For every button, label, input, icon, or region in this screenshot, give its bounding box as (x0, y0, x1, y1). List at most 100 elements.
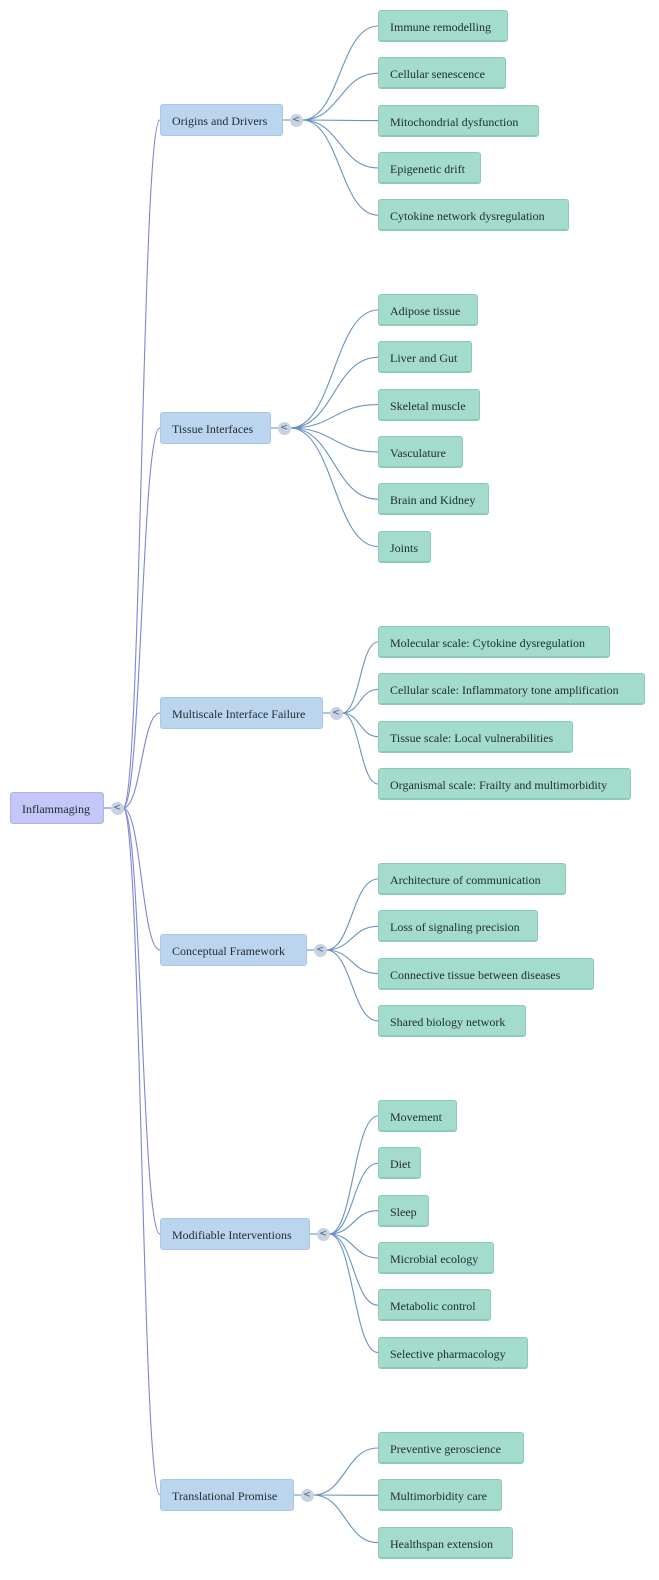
leaf-node[interactable]: Cytokine network dysregulation (378, 199, 569, 232)
branch-node-6[interactable]: Translational Promise (160, 1479, 294, 1511)
leaf-node[interactable]: Preventive geroscience (378, 1432, 524, 1464)
leaf-node[interactable]: Healthspan extension (378, 1526, 513, 1559)
branch-to-leaf-link-2-3 (289, 404, 379, 429)
branch-to-leaf-link-5-1 (328, 1115, 379, 1235)
branch-node-5-label: Modifiable Interventions (172, 1228, 292, 1242)
leaf-node-label: Metabolic control (390, 1299, 476, 1314)
branch-to-leaf-link-4-3 (325, 949, 379, 975)
leaf-node-label: Molecular scale: Cytokine dysregulation (390, 636, 585, 650)
branch-node-4[interactable]: Conceptual Framework (160, 934, 307, 966)
branch-to-leaf-link-1-4 (301, 119, 379, 169)
leaf-node[interactable]: Diet (378, 1147, 421, 1180)
leaf-node[interactable]: Shared biology network (378, 1004, 526, 1037)
leaf-node[interactable]: Skeletal muscle (378, 388, 480, 421)
branch-to-leaf-link-5-2 (328, 1162, 379, 1235)
leaf-node-label: Adipose tissue (390, 304, 461, 318)
branch-node-2[interactable]: Tissue Interfaces (160, 412, 271, 444)
branch-collapse-toggle-3[interactable]: < (329, 706, 343, 720)
root-to-branch-link-4 (122, 807, 161, 951)
branch-to-leaf-link-5-3 (328, 1210, 379, 1235)
root-to-branch-link-6 (122, 807, 161, 1496)
leaf-node-label: Vasculature (390, 445, 446, 460)
branch-collapse-toggle-2[interactable]: < (277, 421, 291, 435)
branch-to-leaf-link-2-2 (289, 356, 379, 429)
leaf-node-label: Preventive geroscience (390, 1442, 501, 1456)
leaf-node[interactable]: Loss of signaling precision (378, 910, 538, 943)
leaf-node[interactable]: Tissue scale: Local vulnerabilities (378, 720, 573, 753)
branch-node-4-label: Conceptual Framework (172, 944, 285, 958)
branch-node-5[interactable]: Modifiable Interventions (160, 1218, 310, 1250)
root-collapse-toggle[interactable]: < (110, 801, 124, 815)
leaf-node-label: Microbial ecology (390, 1251, 479, 1266)
root-to-branch-link-5 (122, 807, 161, 1235)
leaf-node[interactable]: Organismal scale: Frailty and multimorbi… (378, 767, 631, 800)
leaf-node[interactable]: Connective tissue between diseases (378, 957, 594, 990)
branch-to-leaf-link-1-2 (301, 72, 379, 121)
root-to-branch-link-2 (122, 427, 161, 809)
leaf-node[interactable]: Immune remodelling (378, 10, 508, 42)
branch-to-leaf-link-1-3 (301, 119, 379, 122)
leaf-node[interactable]: Joints (378, 530, 431, 563)
branch-to-leaf-link-2-5 (289, 427, 379, 500)
branch-node-2-label: Tissue Interfaces (172, 422, 254, 436)
branch-node-3[interactable]: Multiscale Interface Failure (160, 697, 323, 729)
leaf-node-label: Brain and Kidney (390, 493, 476, 508)
leaf-node[interactable]: Adipose tissue (378, 294, 478, 326)
leaf-node-label: Tissue scale: Local vulnerabilities (390, 730, 554, 745)
leaf-node[interactable]: Cellular senescence (378, 57, 506, 90)
leaf-node[interactable]: Molecular scale: Cytokine dysregulation (378, 626, 610, 658)
leaf-node-label: Organismal scale: Frailty and multimorbi… (390, 777, 608, 792)
leaf-node[interactable]: Selective pharmacology (378, 1336, 528, 1369)
leaf-node-label: Joints (390, 540, 419, 555)
branch-to-leaf-link-4-2 (325, 925, 379, 951)
leaf-node[interactable]: Architecture of communication (378, 863, 566, 895)
leaf-node-label: Skeletal muscle (390, 398, 466, 413)
branch-to-leaf-link-6-3 (312, 1494, 379, 1544)
branch-to-leaf-link-6-1 (312, 1447, 379, 1496)
root-node-label: Inflammaging (22, 802, 90, 816)
branch-to-leaf-link-4-1 (325, 878, 379, 951)
leaf-node-label: Cellular scale: Inflammatory tone amplif… (390, 683, 619, 698)
branch-node-6-label: Translational Promise (172, 1489, 278, 1503)
leaf-node-label: Liver and Gut (390, 351, 458, 366)
leaf-node[interactable]: Mitochondrial dysfunction (378, 104, 539, 137)
leaf-node[interactable]: Brain and Kidney (378, 483, 489, 516)
leaf-node-label: Immune remodelling (390, 20, 491, 34)
branch-collapse-toggle-4[interactable]: < (313, 943, 327, 957)
branch-node-1-label: Origins and Drivers (172, 114, 268, 128)
branch-to-leaf-link-3-2 (341, 688, 379, 714)
leaf-node-label: Healthspan extension (390, 1536, 493, 1551)
leaf-node[interactable]: Liver and Gut (378, 341, 472, 374)
leaf-node[interactable]: Metabolic control (378, 1289, 491, 1322)
leaf-node-label: Movement (390, 1110, 442, 1124)
branch-to-leaf-link-2-4 (289, 427, 379, 453)
leaf-node[interactable]: Cellular scale: Inflammatory tone amplif… (378, 673, 645, 706)
leaf-node-label: Architecture of communication (390, 873, 541, 887)
branch-collapse-toggle-6[interactable]: < (300, 1488, 314, 1502)
branch-node-3-label: Multiscale Interface Failure (172, 707, 306, 721)
leaf-node-label: Diet (390, 1157, 411, 1172)
leaf-node-label: Cytokine network dysregulation (390, 209, 545, 224)
leaf-node[interactable]: Vasculature (378, 435, 463, 468)
branch-to-leaf-link-4-4 (325, 949, 379, 1022)
leaf-node-label: Epigenetic drift (390, 161, 465, 176)
branch-to-leaf-link-3-1 (341, 641, 379, 714)
branch-to-leaf-link-1-5 (301, 119, 379, 216)
leaf-node-label: Loss of signaling precision (390, 920, 520, 935)
branch-collapse-toggle-5[interactable]: < (316, 1227, 330, 1241)
branch-to-leaf-link-5-4 (328, 1233, 379, 1259)
root-node[interactable]: Inflammaging (10, 792, 104, 824)
root-to-branch-link-3 (122, 712, 161, 809)
branch-collapse-toggle-1[interactable]: < (289, 113, 303, 127)
branch-node-1[interactable]: Origins and Drivers (160, 104, 283, 136)
leaf-node-label: Connective tissue between diseases (390, 967, 561, 982)
root-to-branch-link-1 (122, 119, 161, 809)
leaf-node[interactable]: Movement (378, 1100, 457, 1132)
leaf-node[interactable]: Multimorbidity care (378, 1479, 502, 1512)
leaf-node[interactable]: Epigenetic drift (378, 151, 481, 184)
branch-to-leaf-link-1-1 (301, 25, 379, 121)
branch-to-leaf-link-2-6 (289, 427, 379, 548)
leaf-node[interactable]: Sleep (378, 1194, 429, 1227)
leaf-node[interactable]: Microbial ecology (378, 1241, 494, 1274)
branch-to-leaf-link-2-1 (289, 309, 379, 429)
